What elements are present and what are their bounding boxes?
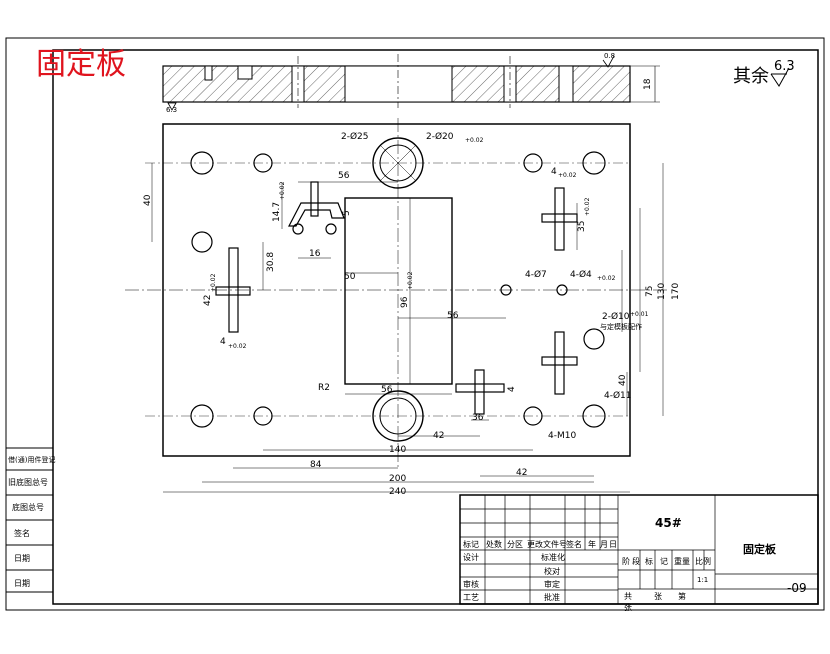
thickness-dim: 18 — [643, 78, 653, 90]
dim-hole-2-10: 2-Ø10 — [602, 311, 630, 322]
dim-36: 36 — [472, 413, 484, 423]
scale: 1:1 — [697, 576, 708, 584]
dim-4-right: 4 — [551, 167, 557, 177]
left-side-panel: 借(通)用件登记 旧底图总号 底图总号 签名 日期 日期 — [6, 447, 55, 593]
left-panel-label-5: 日期 — [14, 579, 30, 588]
dim-hole-2-10-note: 与定模板配作 — [600, 322, 642, 331]
dim-hole-2-25: 2-Ø25 — [341, 131, 369, 142]
sheet-part-2: 第 — [678, 591, 686, 601]
roughness-other-label: 其余 — [733, 66, 769, 87]
dim-42-right: 42 — [516, 468, 527, 478]
row-review: 审核 — [463, 579, 479, 589]
left-panel-label-4: 日期 — [14, 554, 30, 563]
dim-14-7-tol: +0.02 — [279, 181, 286, 200]
stage-header-4: 重量 — [674, 556, 690, 566]
row-process: 工艺 — [463, 593, 479, 602]
dim-40-left: 40 — [143, 194, 153, 206]
sheet-part-0: 共 — [624, 592, 632, 601]
plan-view: 2-Ø25 2-Ø20 +0.02 56 40 14.7 +0.02 5 30.… — [125, 118, 681, 497]
dim-hole-4-7: 4-Ø7 — [525, 269, 547, 280]
dim-hole-2-20: 2-Ø20 — [426, 131, 454, 142]
dim-56-bottom: 56 — [381, 385, 393, 395]
dim-35-tol: +0.02 — [584, 197, 591, 216]
rev-header-0: 标记 — [463, 539, 479, 549]
left-panel-label-2: 底图总号 — [12, 502, 44, 512]
dim-5-top: 5 — [342, 210, 352, 216]
stage-header-0: 阶 — [622, 556, 630, 566]
rev-header-7: 日 — [609, 540, 617, 549]
dim-42-mid: 42 — [433, 431, 444, 441]
dim-75: 75 — [645, 286, 655, 297]
title-block: 标记 处数 分区 更改文件号 签名 年 月 日 设计 标准化 校对 审核 审定 … — [459, 494, 819, 612]
dim-42-left: 42 — [203, 295, 213, 306]
cert-label: 审定 — [544, 579, 560, 589]
dim-hole-2-10-tol: +0.01 — [630, 311, 649, 318]
outer-border — [5, 37, 825, 611]
stage-header-5: 比例 — [695, 556, 711, 566]
dim-35: 35 — [577, 221, 587, 232]
dim-130: 130 — [657, 283, 667, 300]
dim-200: 200 — [389, 474, 406, 484]
dim-96-tol: +0.02 — [407, 271, 414, 290]
dim-hole-4-m10: 4-M10 — [548, 431, 576, 441]
approve-label: 批准 — [544, 592, 560, 602]
dim-4-right-tol: +0.02 — [558, 172, 577, 179]
rev-header-5: 年 — [588, 539, 596, 549]
dim-4-left: 4 — [220, 337, 226, 347]
roughness-top-value: 0.8 — [604, 52, 615, 60]
dim-170: 170 — [671, 283, 681, 300]
row-design: 设计 — [463, 552, 479, 562]
left-panel-label-0: 借(通)用件登记 — [8, 455, 55, 464]
section-view: 18 0.8 6.3 — [162, 52, 660, 114]
dim-42-left-tol: +0.02 — [210, 273, 217, 292]
material: 45# — [655, 516, 682, 530]
left-panel-label-3: 签名 — [14, 528, 30, 538]
sheet-part-1: 张 — [654, 592, 662, 601]
rev-header-3: 更改文件号 — [527, 539, 567, 549]
inner-frame — [52, 49, 819, 605]
dim-96: 96 — [400, 296, 410, 308]
dim-4-bottom: 4 — [507, 386, 517, 392]
left-panel-label-1: 旧底图总号 — [8, 477, 48, 487]
dim-14-7: 14.7 — [272, 202, 282, 222]
dim-hole-4-4: 4-Ø4 — [570, 269, 592, 280]
check-label: 校对 — [544, 566, 560, 576]
dim-40-right: 40 — [618, 374, 628, 386]
dim-56-top: 56 — [338, 171, 350, 181]
stage-header-1: 段 — [632, 556, 640, 566]
drawing-no: -09 — [787, 581, 807, 595]
roughness-other-value: 6.3 — [774, 59, 795, 74]
dim-4-left-tol: +0.02 — [228, 343, 247, 350]
dim-hole-4-11: 4-Ø11 — [604, 390, 632, 401]
dim-56-mid: 56 — [447, 311, 459, 321]
dim-50: 50 — [344, 272, 356, 282]
dim-84: 84 — [310, 460, 322, 470]
std-label: 标准化 — [541, 552, 565, 562]
dim-r2: R2 — [318, 383, 330, 393]
rev-header-2: 分区 — [507, 540, 523, 549]
dim-hole-2-20-tol: +0.02 — [465, 137, 484, 144]
rev-header-4: 签名 — [566, 539, 582, 549]
dim-16: 16 — [309, 249, 321, 259]
dim-140: 140 — [389, 445, 406, 455]
stage-header-3: 记 — [660, 557, 668, 566]
page-title: 固定板 — [36, 47, 126, 82]
stage-header-2: 标 — [645, 556, 653, 566]
part-name: 固定板 — [743, 542, 777, 556]
rev-header-1: 处数 — [486, 539, 502, 549]
dim-240: 240 — [389, 487, 406, 497]
dim-30-8: 30.8 — [266, 252, 276, 272]
sheet-part-3: 张 — [624, 603, 632, 612]
rev-header-6: 月 — [600, 540, 608, 549]
dim-hole-4-4-tol: +0.02 — [597, 275, 616, 282]
